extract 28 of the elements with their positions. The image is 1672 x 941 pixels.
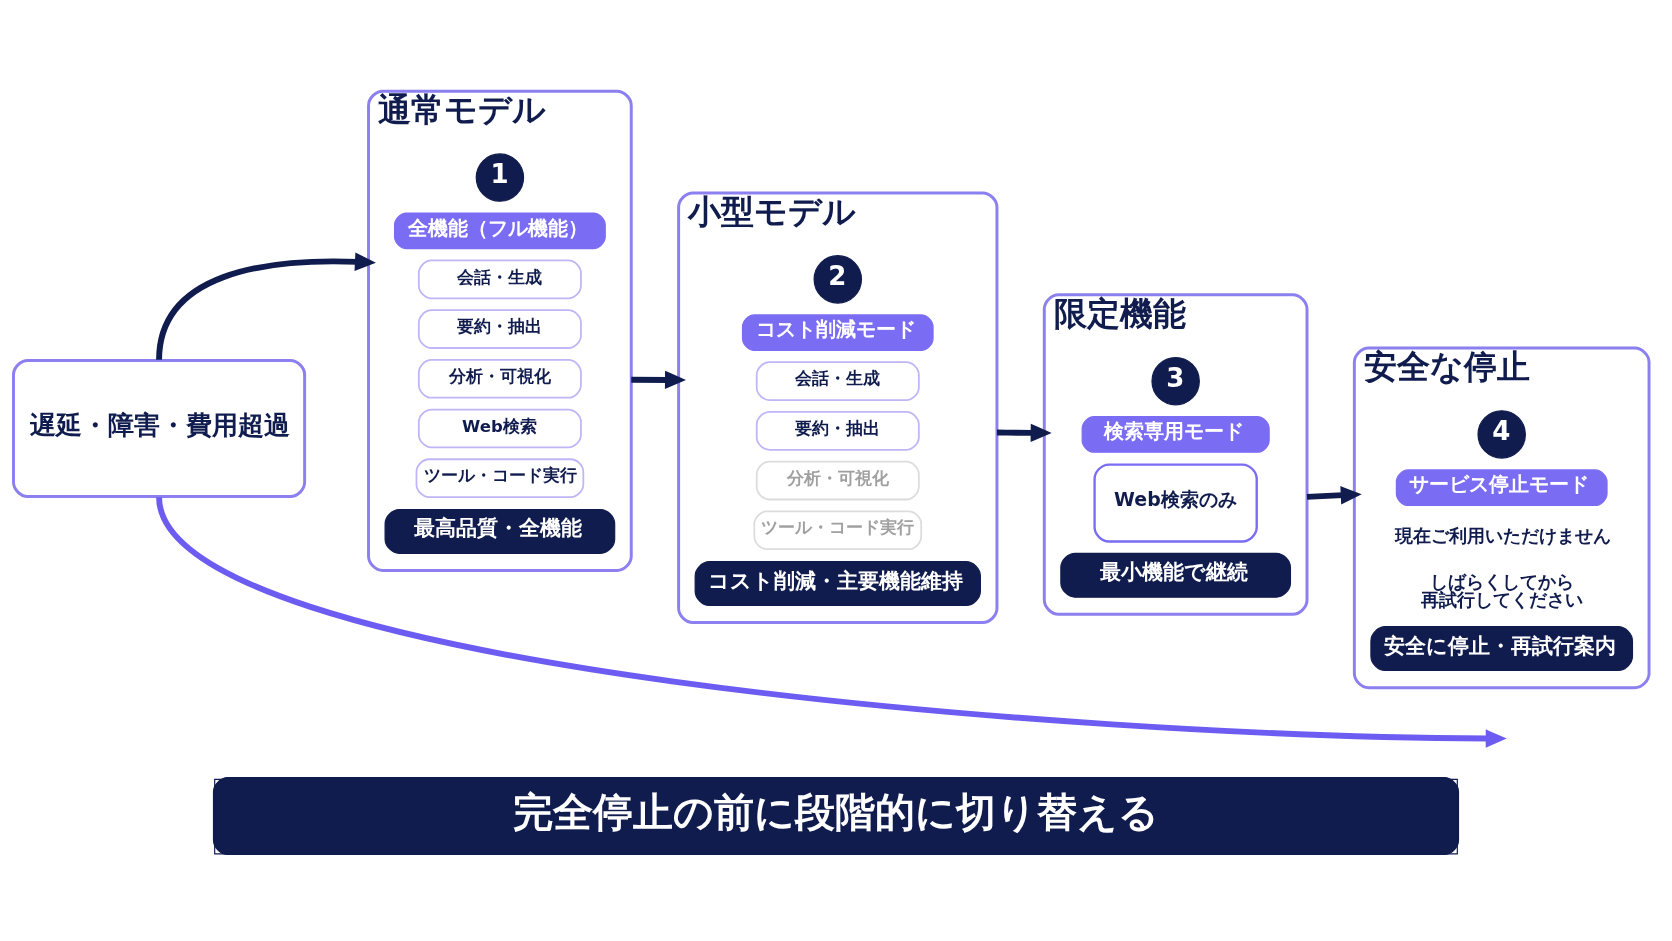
node-box: 分析・可視化 [755, 460, 920, 501]
node-box: 会話・生成 [417, 259, 582, 300]
node-box: ツール・コード実行 [415, 458, 585, 498]
arrow [1306, 486, 1362, 505]
node-box: 要約・抽出 [417, 309, 582, 349]
node-circle: 1 [475, 153, 525, 202]
node-box: 会話・生成 [755, 361, 920, 401]
node-circle: 2 [813, 255, 863, 304]
node-box: 検索専用モード [1081, 416, 1270, 453]
arrow [996, 423, 1052, 443]
arrow [631, 370, 686, 390]
node-box: 安全に停止・再試行案内 [1370, 626, 1634, 672]
node-box: サービス停止モード [1395, 469, 1608, 506]
node-box: ツール・コード実行 [753, 510, 923, 551]
node-box: コスト削減・主要機能維持 [694, 561, 981, 606]
node-circle: 3 [1151, 356, 1200, 406]
arrow [156, 252, 376, 361]
node-box: Web検索 [417, 408, 582, 449]
node-box: 最小機能で継続 [1060, 552, 1292, 598]
caption: 完全停止の前に段階的に切り替える [513, 788, 1160, 835]
node-box: 分析・可視化 [417, 358, 582, 399]
node-circle: 4 [1477, 410, 1526, 459]
node-box: 遅延・障害・費用超過 [12, 358, 307, 499]
node-box: コスト削減モード [741, 314, 934, 351]
node-box: 最高品質・全機能 [384, 508, 616, 554]
node-box: 全機能（フル機能） [394, 212, 606, 250]
node-box: Web検索のみ [1093, 463, 1258, 543]
node-box: 要約・抽出 [755, 411, 920, 451]
